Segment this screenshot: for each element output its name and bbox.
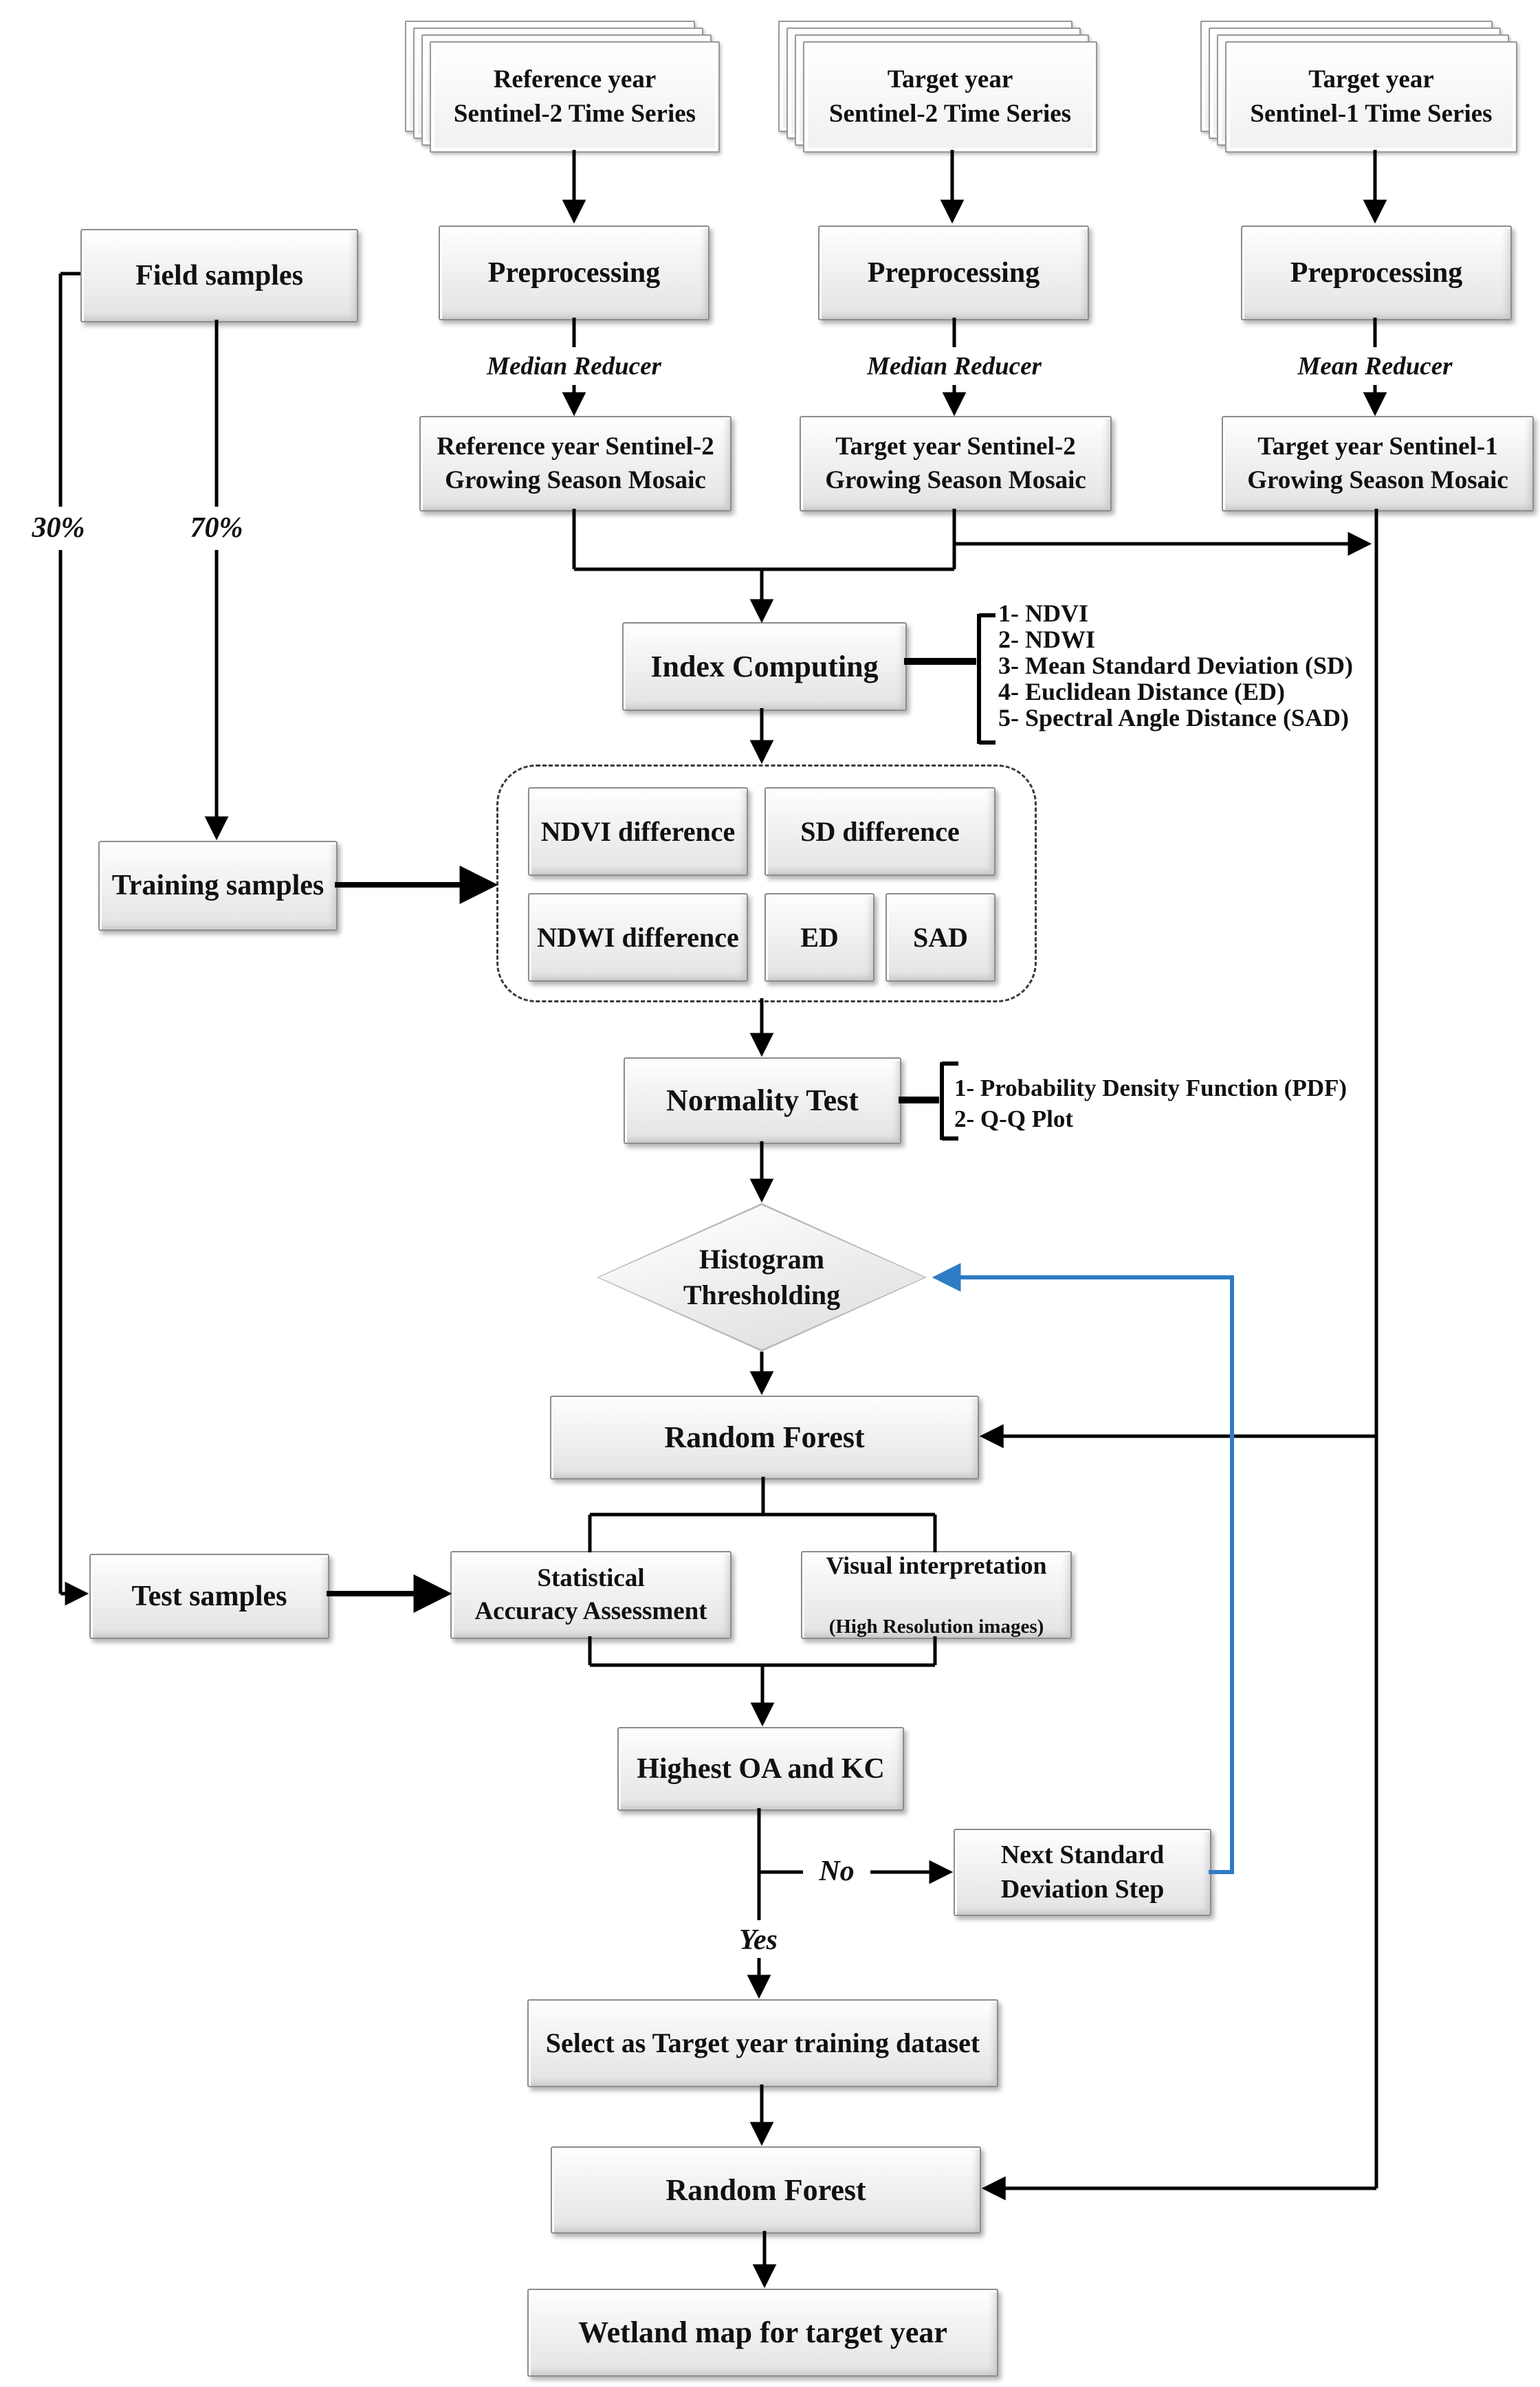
node-mosaic-target-s2: Target year Sentinel-2 Growing Season Mo… xyxy=(800,416,1112,512)
node-statistical-accuracy: Statistical Accuracy Assessment xyxy=(450,1551,732,1639)
node-random-forest-1: Random Forest xyxy=(550,1396,979,1480)
node-preprocessing-2: Preprocessing xyxy=(818,226,1089,320)
node-select-training-dataset: Select as Target year training dataset xyxy=(527,1999,998,2087)
edge-label-no: No xyxy=(815,1855,859,1888)
node-sd-difference: SD difference xyxy=(764,787,996,876)
node-next-std-step: Next Standard Deviation Step xyxy=(954,1829,1211,1916)
visual-interpretation-subtitle: (High Resolution images) xyxy=(828,1615,1044,1638)
edge-label-30-percent: 30% xyxy=(28,512,89,544)
normality-list: 1- Probability Density Function (PDF) 2-… xyxy=(954,1072,1347,1134)
node-visual-interpretation: Visual interpretation (High Resolution i… xyxy=(801,1551,1072,1639)
index-list-item: 3- Mean Standard Deviation (SD) xyxy=(998,652,1354,679)
node-wetland-map: Wetland map for target year xyxy=(527,2289,998,2377)
node-preprocessing-1: Preprocessing xyxy=(439,226,710,320)
edge-label-mean-reducer: Mean Reducer xyxy=(1293,351,1457,382)
edge-label-median-reducer-2: Median Reducer xyxy=(863,351,1046,382)
edge-label-median-reducer-1: Median Reducer xyxy=(483,351,666,382)
node-test-samples: Test samples xyxy=(89,1554,329,1639)
decision-label: Histogram Thresholding xyxy=(599,1205,925,1350)
node-field-samples: Field samples xyxy=(80,229,358,322)
index-list-item: 2- NDWI xyxy=(998,626,1095,653)
stack-target-s2-label: Target year Sentinel-2 Time Series xyxy=(803,41,1097,153)
edge-label-70-percent: 70% xyxy=(186,512,248,544)
normality-list-item: 1- Probability Density Function (PDF) xyxy=(954,1075,1348,1101)
stack-target-s1-label: Target year Sentinel-1 Time Series xyxy=(1225,41,1517,153)
edge-label-yes: Yes xyxy=(735,1924,782,1957)
node-ndwi-difference: NDWI difference xyxy=(528,893,748,982)
node-training-samples: Training samples xyxy=(98,841,338,931)
index-list-item: 5- Spectral Angle Distance (SAD) xyxy=(998,704,1349,732)
node-normality-test: Normality Test xyxy=(624,1057,901,1144)
stack-reference-s2-label: Reference year Sentinel-2 Time Series xyxy=(430,41,720,153)
node-mosaic-reference-s2: Reference year Sentinel-2 Growing Season… xyxy=(419,416,732,512)
node-mosaic-target-s1: Target year Sentinel-1 Growing Season Mo… xyxy=(1222,416,1534,512)
decision-histogram-thresholding: Histogram Thresholding xyxy=(597,1203,927,1352)
index-list-item: 4- Euclidean Distance (ED) xyxy=(998,678,1285,705)
node-ndvi-difference: NDVI difference xyxy=(528,787,748,876)
node-sad: SAD xyxy=(886,893,996,982)
node-index-computing: Index Computing xyxy=(622,622,907,711)
index-list: 1- NDVI 2- NDWI 3- Mean Standard Deviati… xyxy=(998,600,1353,731)
normality-list-item: 2- Q-Q Plot xyxy=(954,1106,1074,1132)
node-random-forest-2: Random Forest xyxy=(551,2146,981,2234)
index-list-item: 1- NDVI xyxy=(998,600,1088,627)
node-preprocessing-3: Preprocessing xyxy=(1241,226,1512,320)
visual-interpretation-title: Visual interpretation xyxy=(826,1552,1047,1580)
node-ed: ED xyxy=(764,893,874,982)
node-highest-oa-kc: Highest OA and KC xyxy=(617,1727,904,1811)
